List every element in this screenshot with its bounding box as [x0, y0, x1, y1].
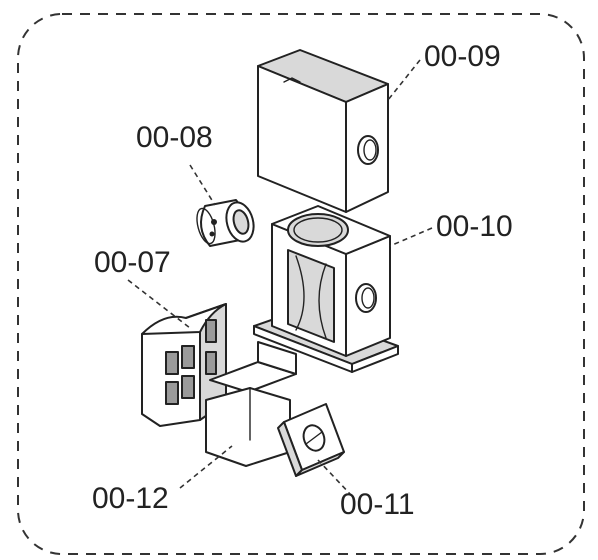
- label-00-09: 00-09: [424, 40, 501, 73]
- part-00-08-bushing: [196, 199, 255, 247]
- label-00-08: 00-08: [136, 121, 213, 154]
- leader-00-07: [127, 279, 191, 329]
- label-00-11: 00-11: [340, 488, 415, 521]
- leader-00-09: [387, 59, 421, 101]
- leader-00-08: [189, 164, 216, 206]
- leader-00-10: [389, 227, 433, 247]
- part-00-11-plate: [277, 403, 345, 477]
- dashed-border-frame: [17, 13, 585, 555]
- label-00-12: 00-12: [92, 482, 169, 515]
- part-00-09-cover: [257, 49, 389, 213]
- label-00-07: 00-07: [94, 246, 171, 279]
- leader-00-12: [179, 445, 233, 489]
- part-00-10-housing: [253, 205, 399, 373]
- label-00-10: 00-10: [436, 210, 513, 243]
